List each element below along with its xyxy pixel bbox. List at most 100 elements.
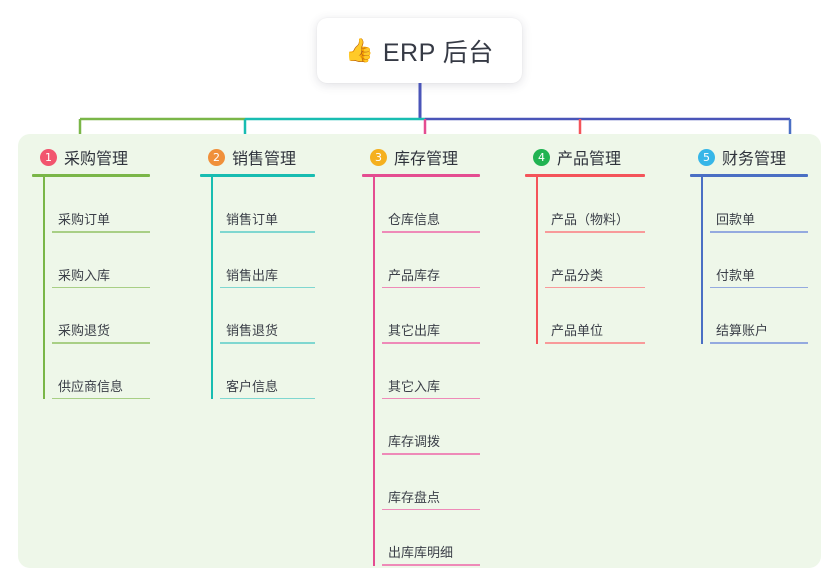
column-badge-2: 2: [208, 148, 225, 166]
column-2: 2 销售管理销售订单销售出库销售退货客户信息: [200, 146, 315, 399]
list-item-rule: [52, 342, 150, 344]
root-node-content: 👍 ERP 后台: [345, 33, 494, 69]
list-item-rule: [545, 231, 645, 233]
list-item-rule: [220, 231, 315, 233]
list-item-cell: 采购入库: [52, 233, 150, 287]
column-trunk-1: [43, 177, 45, 399]
list-item-rule: [382, 286, 480, 288]
list-item[interactable]: 库存调拨: [382, 399, 480, 455]
list-item-label: 产品库存: [388, 267, 441, 283]
list-item-label: 仓库信息: [388, 212, 441, 227]
list-item-rule: [710, 342, 808, 344]
list-item-cell: 销售订单: [220, 177, 315, 231]
list-item-rule: [545, 342, 645, 344]
list-item-rule: [52, 397, 150, 399]
column-title-2: 销售管理: [232, 151, 297, 168]
column-items-1: 采购订单采购入库采购退货供应商信息: [32, 177, 150, 399]
column-badge-1: 1: [40, 148, 57, 166]
list-item[interactable]: 采购入库: [52, 233, 150, 288]
column-badge-4: 4: [533, 148, 550, 166]
list-item-label: 结算账户: [716, 323, 769, 338]
list-item[interactable]: 采购退货: [52, 288, 150, 344]
column-header-5[interactable]: 5 财务管理: [690, 146, 808, 168]
list-item-cell: 付款单: [710, 233, 808, 287]
column-trunk-2: [211, 177, 213, 399]
column-header-1[interactable]: 1 采购管理: [32, 146, 150, 168]
list-item-label: 库存调拨: [388, 434, 441, 449]
list-item-rule: [382, 564, 480, 566]
list-item-cell: 回款单: [710, 177, 808, 231]
list-item[interactable]: 付款单: [710, 233, 808, 288]
list-item-label: 库存盘点: [388, 489, 441, 505]
list-item[interactable]: 产品分类: [545, 233, 645, 288]
list-item[interactable]: 销售退货: [220, 288, 315, 344]
list-item-label: 付款单: [716, 267, 756, 283]
column-items-2: 销售订单销售出库销售退货客户信息: [200, 177, 315, 399]
list-item[interactable]: 产品库存: [382, 233, 480, 288]
column-title-4: 产品管理: [557, 151, 622, 168]
list-item[interactable]: 产品单位: [545, 288, 645, 344]
column-4: 4 产品管理产品（物料） 产品分类产品单位: [525, 146, 645, 344]
list-item-rule: [382, 453, 480, 455]
list-item-cell: 产品（物料）: [545, 177, 645, 231]
list-item[interactable]: 销售出库: [220, 233, 315, 288]
list-item[interactable]: 结算账户: [710, 288, 808, 344]
list-item-cell: 销售出库: [220, 233, 315, 287]
list-item[interactable]: 产品（物料）: [545, 177, 645, 233]
column-badge-3: 3: [370, 148, 387, 166]
list-item[interactable]: 出库库明细: [382, 510, 480, 566]
column-title-1: 采购管理: [64, 151, 129, 168]
column-rule-3: [362, 174, 480, 177]
root-node-card[interactable]: 👍 ERP 后台: [317, 18, 522, 83]
list-item-label: 产品单位: [551, 323, 604, 338]
list-item[interactable]: 客户信息: [220, 344, 315, 399]
column-badge-5: 5: [698, 148, 715, 166]
list-item-cell: 其它出库: [382, 288, 480, 342]
list-item-cell: 采购退货: [52, 288, 150, 342]
column-trunk-3: [373, 177, 375, 566]
list-item-cell: 采购订单: [52, 177, 150, 231]
list-item-rule: [220, 342, 315, 344]
column-rule-5: [690, 174, 808, 177]
list-item-cell: 结算账户: [710, 288, 808, 342]
list-item-label: 产品（物料）: [551, 212, 630, 227]
list-item-cell: 库存调拨: [382, 399, 480, 453]
column-header-4[interactable]: 4 产品管理: [525, 146, 645, 168]
column-header-2[interactable]: 2 销售管理: [200, 146, 315, 168]
list-item[interactable]: 采购订单: [52, 177, 150, 233]
list-item-cell: 仓库信息: [382, 177, 480, 231]
list-item-rule: [220, 286, 315, 288]
list-item-rule: [52, 286, 150, 288]
list-item[interactable]: 其它出库: [382, 288, 480, 344]
list-item-label: 销售出库: [226, 267, 279, 283]
column-header-3[interactable]: 3 库存管理: [362, 146, 480, 168]
list-item-label: 采购入库: [58, 267, 111, 283]
list-item-rule: [52, 231, 150, 233]
list-item-label: 采购订单: [58, 212, 111, 227]
list-item-rule: [545, 286, 645, 288]
list-item[interactable]: 库存盘点: [382, 455, 480, 510]
column-rule-2: [200, 174, 315, 177]
list-item-cell: 库存盘点: [382, 455, 480, 509]
list-item-rule: [710, 231, 808, 233]
column-items-4: 产品（物料） 产品分类产品单位: [525, 177, 645, 344]
column-title-3: 库存管理: [394, 151, 459, 168]
list-item-rule: [220, 397, 315, 399]
column-title-5: 财务管理: [722, 151, 787, 168]
list-item-label: 出库库明细: [388, 545, 454, 560]
list-item-cell: 其它入库: [382, 344, 480, 398]
list-item-cell: 产品单位: [545, 288, 645, 342]
column-5: 5 财务管理回款单付款单结算账户: [690, 146, 808, 344]
list-item-label: 销售退货: [226, 323, 279, 338]
list-item[interactable]: 销售订单: [220, 177, 315, 233]
list-item-label: 销售订单: [226, 212, 279, 227]
list-item[interactable]: 其它入库: [382, 344, 480, 399]
list-item-cell: 销售退货: [220, 288, 315, 342]
list-item[interactable]: 仓库信息: [382, 177, 480, 233]
column-items-3: 仓库信息产品库存其它出库其它入库库存调拨库存盘点出库库明细: [362, 177, 480, 566]
list-item-cell: 供应商信息: [52, 344, 150, 398]
column-1: 1 采购管理采购订单采购入库采购退货供应商信息: [32, 146, 150, 399]
list-item[interactable]: 回款单: [710, 177, 808, 233]
list-item[interactable]: 供应商信息: [52, 344, 150, 399]
